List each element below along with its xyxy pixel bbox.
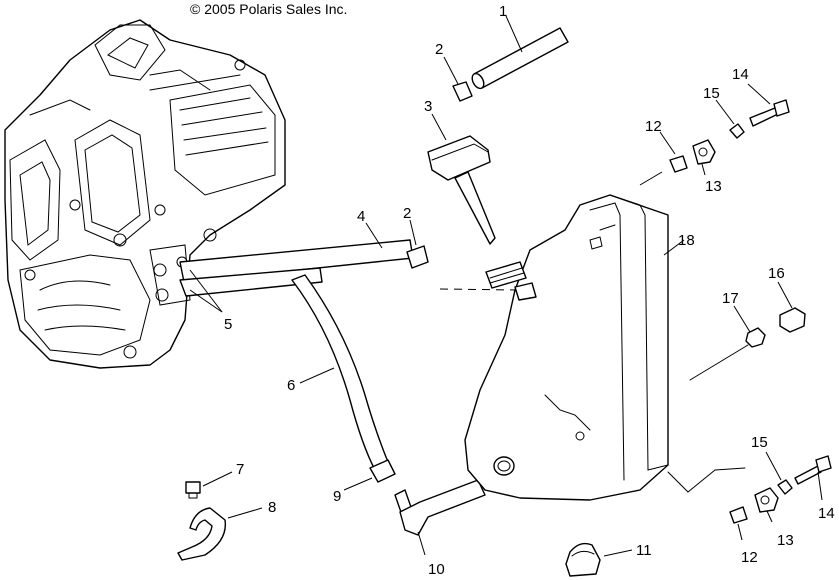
part-2-clamp-middle: 2 [403, 205, 429, 269]
callout-15-upper: 15 [703, 85, 720, 102]
callout-9: 9 [333, 488, 341, 505]
callout-15-lower: 15 [751, 434, 768, 451]
callout-1: 1 [499, 3, 507, 20]
callout-11: 11 [636, 542, 652, 559]
callout-3: 3 [424, 98, 432, 115]
callout-6: 6 [287, 377, 295, 394]
copyright-text: © 2005 Polaris Sales Inc. [190, 1, 347, 17]
callout-2-middle: 2 [403, 205, 411, 222]
part-8-clip: 8 [177, 499, 276, 561]
callout-5: 5 [224, 316, 232, 333]
part-3-dipstick-cap: 3 [424, 98, 496, 245]
callout-2-top: 2 [435, 41, 443, 58]
part-7-screw: 7 [185, 461, 244, 499]
engine [4, 19, 286, 369]
callout-12-lower: 12 [741, 549, 758, 566]
part-11-grommet: 11 [565, 542, 652, 577]
callout-7: 7 [236, 461, 244, 478]
side-mount-hardware: 16 17 [689, 265, 806, 381]
callout-14-upper: 14 [732, 66, 749, 83]
callout-4: 4 [357, 208, 365, 225]
lower-mount-hardware: 12 13 15 14 [729, 434, 835, 566]
callout-13-upper: 13 [705, 178, 722, 195]
part-2-clamp-top: 2 [435, 41, 473, 102]
callout-10: 10 [428, 561, 445, 578]
part-10-elbow-fitting: 10 [394, 479, 486, 578]
part-6-hose: 6 [287, 274, 389, 471]
callout-17: 17 [722, 290, 739, 307]
callout-14-lower: 14 [818, 505, 835, 522]
callout-8: 8 [268, 499, 276, 516]
callout-12-upper: 12 [645, 118, 662, 135]
callout-16: 16 [768, 265, 785, 282]
part-1-tube: 1 [471, 3, 569, 90]
upper-mount-hardware: 12 13 15 14 [639, 66, 790, 195]
part-18-oil-tank: 18 [464, 194, 746, 501]
part-9-clamp: 9 [333, 459, 396, 505]
callout-13-lower: 13 [777, 532, 794, 549]
part-4-hose: 4 5 [179, 208, 516, 333]
callout-18: 18 [678, 232, 695, 249]
